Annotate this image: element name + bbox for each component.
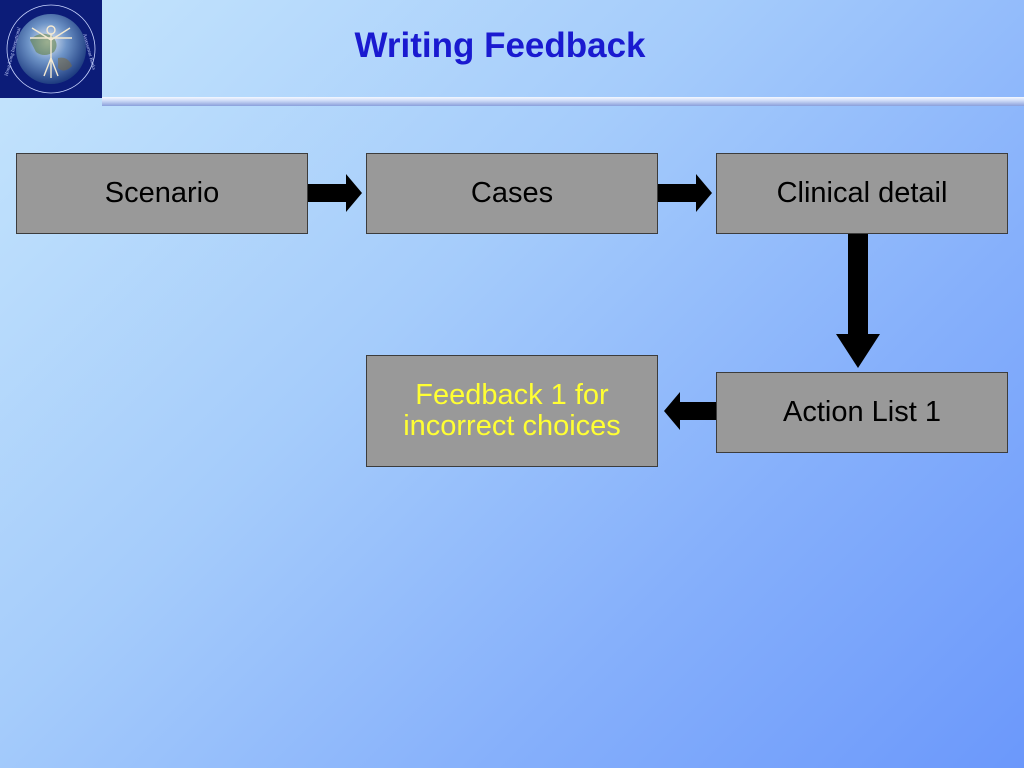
- slide-title: Writing Feedback: [354, 26, 646, 65]
- node-feedback-1-line-1: Feedback 1 for: [415, 379, 609, 411]
- arrow-cases-to-clinical: [658, 174, 712, 212]
- arrow-scenario-to-cases: [308, 174, 362, 212]
- arrow-action-to-feedback: [664, 392, 716, 430]
- node-feedback-1-line-2: incorrect choices: [403, 410, 621, 442]
- title-divider: [102, 97, 1024, 106]
- node-scenario: Scenario: [16, 153, 308, 234]
- node-scenario-label: Scenario: [104, 177, 220, 209]
- consortium-logo: Hong Kong International Assessment Banks: [0, 0, 102, 98]
- node-feedback-1: Feedback 1 for incorrect choices: [366, 355, 658, 467]
- node-action-list-1-label: Action List 1: [783, 396, 941, 428]
- node-action-list-1: Action List 1: [716, 372, 1008, 453]
- node-cases-label: Cases: [470, 177, 554, 209]
- node-clinical-detail-label: Clinical detail: [776, 177, 948, 209]
- arrow-clinical-to-action: [836, 234, 880, 368]
- node-clinical-detail: Clinical detail: [716, 153, 1008, 234]
- node-cases: Cases: [366, 153, 658, 234]
